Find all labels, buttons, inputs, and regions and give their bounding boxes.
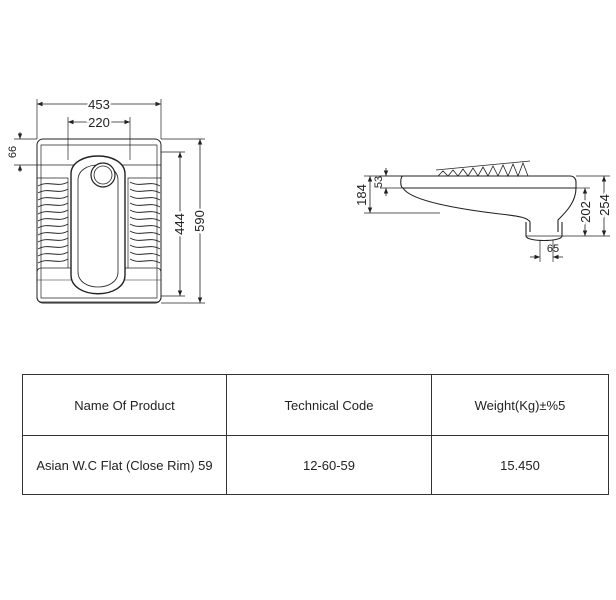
dim-label-overall-width: 453 <box>88 97 110 112</box>
dim-label-outlet-width: 65 <box>547 243 559 255</box>
dim-label-front-rim: 66 <box>7 146 19 158</box>
header-weight: Weight(Kg)±%5 <box>431 374 609 436</box>
dim-label-inner-length: 444 <box>172 213 187 235</box>
side-view-foot-pad <box>437 161 529 178</box>
top-view-outer-body <box>36 138 162 304</box>
dim-label-total-height: 184 <box>354 184 369 206</box>
dim-label-outlet-height: 202 <box>578 201 593 223</box>
top-view-bowl <box>70 155 126 295</box>
top-view <box>14 99 205 304</box>
cell-product-name: Asian W.C Flat (Close Rim) 59 <box>22 435 227 495</box>
side-view-body <box>402 187 531 232</box>
top-view-bowl-inner <box>77 164 119 288</box>
table-row: Asian W.C Flat (Close Rim) 59 12-60-59 1… <box>22 435 609 495</box>
top-view-inner-rim <box>40 144 158 299</box>
side-view-rim <box>400 175 577 189</box>
cell-weight: 15.450 <box>431 435 609 495</box>
left-foot-pad <box>37 181 69 264</box>
cell-technical-code: 12-60-59 <box>226 435 432 495</box>
side-view <box>364 160 610 262</box>
dim-label-overall-height: 254 <box>597 194 612 216</box>
header-technical-code: Technical Code <box>226 374 432 436</box>
spec-table-header-row: Name Of Product Technical Code Weight(Kg… <box>22 374 609 436</box>
dim-label-inner-width: 220 <box>88 115 110 130</box>
header-product-name: Name Of Product <box>22 374 227 436</box>
dim-label-overall-length: 590 <box>192 210 207 232</box>
side-view-outlet <box>525 222 563 242</box>
right-foot-pad <box>129 181 161 264</box>
dim-label-rim-height: 53 <box>373 176 385 188</box>
drain-hole <box>90 162 116 188</box>
spec-table: Name Of Product Technical Code Weight(Kg… <box>22 374 609 495</box>
